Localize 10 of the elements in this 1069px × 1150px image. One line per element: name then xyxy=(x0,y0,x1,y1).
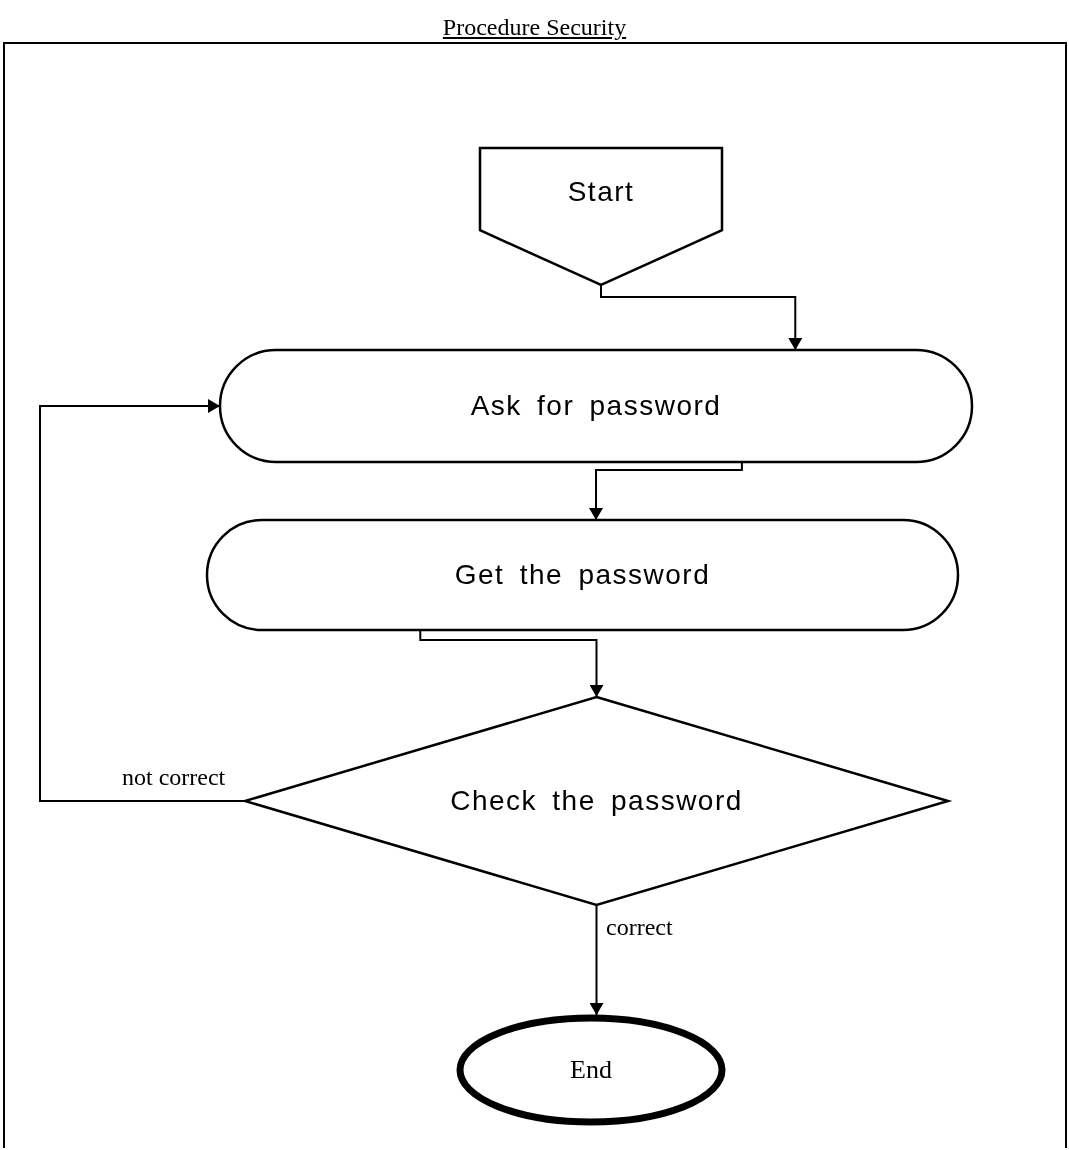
node-label: Start xyxy=(567,175,635,208)
connector-arrow xyxy=(600,284,803,351)
end-ellipse xyxy=(457,1015,725,1125)
node-label: Check the password xyxy=(450,785,743,817)
node-label: End xyxy=(570,1055,612,1085)
node-label: Get the password xyxy=(454,559,711,591)
node-label: Ask for password xyxy=(470,390,722,422)
start-connector-shape xyxy=(480,148,722,285)
connector-arrow xyxy=(589,904,604,1016)
diagram-title: Procedure Security xyxy=(442,14,627,40)
